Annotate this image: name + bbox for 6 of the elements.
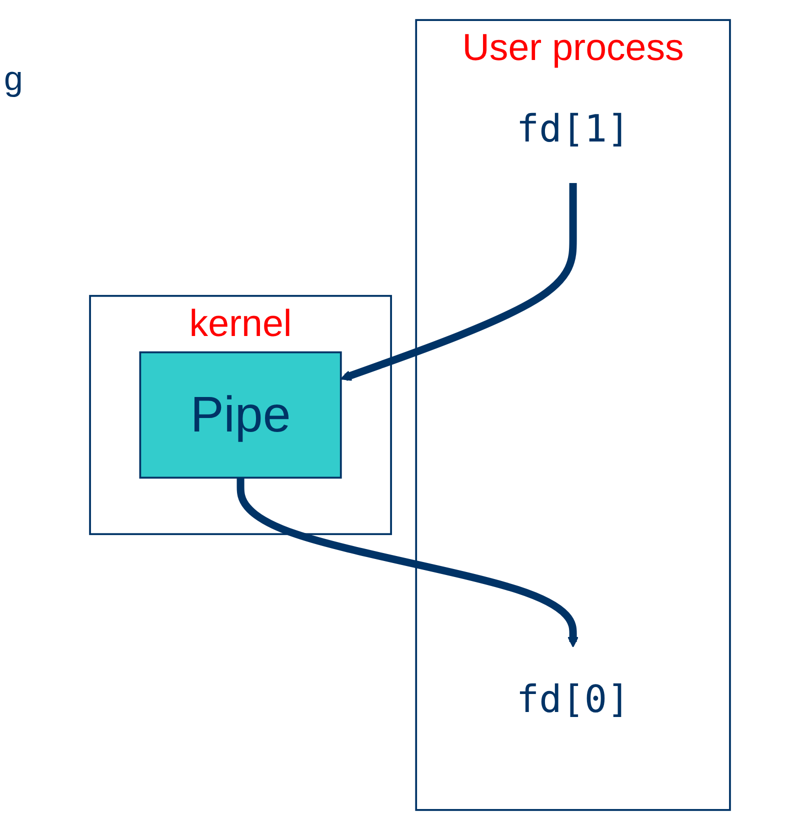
- arrow: [340, 183, 577, 381]
- arrow: [236, 478, 579, 648]
- node-box: Pipe: [139, 351, 342, 479]
- text-fragment: g: [4, 60, 23, 99]
- node-text: fd[1]: [516, 108, 630, 152]
- node-text: fd[0]: [516, 678, 630, 722]
